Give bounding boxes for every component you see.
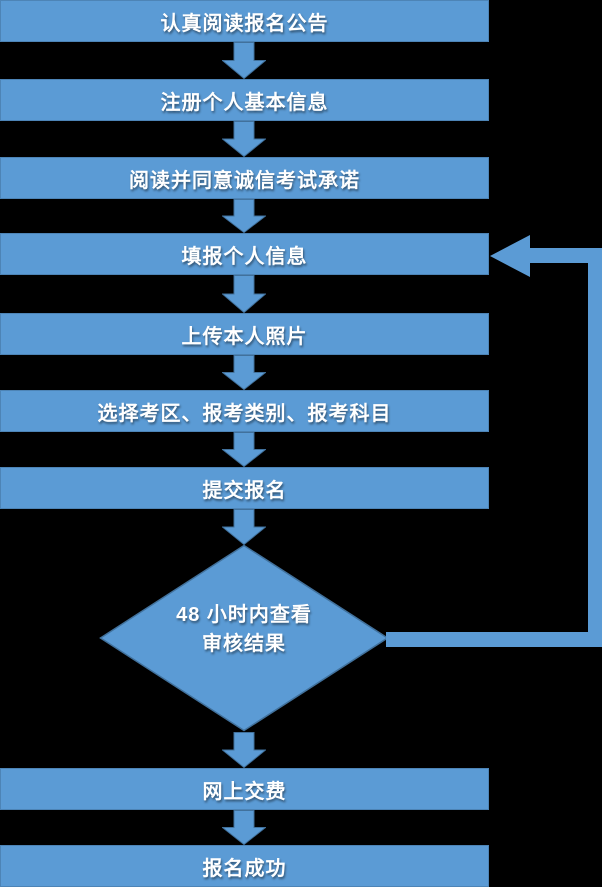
step-label: 认真阅读报名公告 xyxy=(160,12,329,35)
feedback-loop-left-arrowhead-icon xyxy=(490,235,530,277)
step-submit-registration: 提交报名 xyxy=(0,467,489,509)
down-arrow-icon xyxy=(222,432,266,467)
down-arrow-icon xyxy=(222,42,266,79)
down-arrow-icon xyxy=(222,732,266,768)
step-label: 阅读并同意诚信考试承诺 xyxy=(129,169,360,192)
step-label: 提交报名 xyxy=(202,479,287,502)
step-pay-online: 网上交费 xyxy=(0,768,489,810)
step-read-announcement: 认真阅读报名公告 xyxy=(0,0,489,42)
down-arrow-icon xyxy=(222,275,266,313)
down-arrow-icon xyxy=(222,509,266,545)
step-label: 网上交费 xyxy=(202,780,287,803)
decision-diamond xyxy=(99,544,389,732)
down-arrow-icon xyxy=(222,121,266,157)
step-label: 选择考区、报考类别、报考科目 xyxy=(97,402,392,425)
step-select-area-category-subject: 选择考区、报考类别、报考科目 xyxy=(0,390,489,432)
step-agree-integrity-pledge: 阅读并同意诚信考试承诺 xyxy=(0,157,489,199)
step-label: 注册个人基本信息 xyxy=(160,91,329,114)
step-upload-photo: 上传本人照片 xyxy=(0,313,489,355)
down-arrow-icon xyxy=(222,355,266,390)
step-registration-success: 报名成功 xyxy=(0,845,489,887)
down-arrow-icon xyxy=(222,199,266,233)
down-arrow-icon xyxy=(222,810,266,845)
decision-label-line1: 48 小时内查看 xyxy=(176,604,312,626)
step-register-basic-info: 注册个人基本信息 xyxy=(0,79,489,121)
step-label: 上传本人照片 xyxy=(181,325,308,348)
feedback-loop-bottom-segment xyxy=(386,632,602,647)
step-label: 报名成功 xyxy=(202,857,287,880)
feedback-loop-vertical-segment xyxy=(588,248,602,647)
decision-label-line2: 审核结果 xyxy=(202,633,286,655)
feedback-loop-top-segment xyxy=(528,248,602,263)
step-fill-personal-info: 填报个人信息 xyxy=(0,233,489,275)
decision-label: 48 小时内查看 审核结果 xyxy=(100,601,388,659)
step-label: 填报个人信息 xyxy=(181,245,308,268)
